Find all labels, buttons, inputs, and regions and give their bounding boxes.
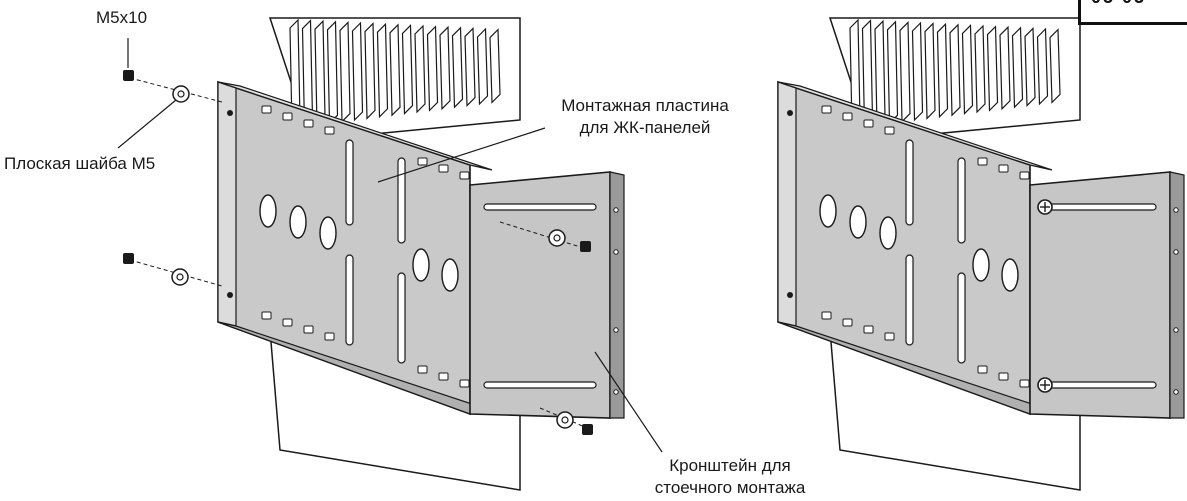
label-screw: M5x10	[96, 8, 148, 27]
leader-lines	[117, 38, 663, 453]
screw-washer-left-bottom	[123, 253, 223, 287]
label-plate-line2: для ЖК-панелей	[579, 118, 711, 137]
plate-side-holes	[227, 110, 233, 298]
label-washer: Плоская шайба M5	[4, 154, 156, 173]
page-number-box: 05 05	[1078, 0, 1187, 25]
label-bracket-line2: стоечного монтажа	[654, 478, 806, 497]
label-bracket-line1: Кронштейн для	[669, 456, 791, 475]
screw-washer-bracket-bottom	[539, 407, 593, 435]
screw-washer-left-top	[123, 70, 223, 103]
page-number: 05 05	[1091, 0, 1146, 8]
screw-washer-bracket-top	[499, 221, 591, 252]
label-plate-line1: Монтажная пластина	[561, 96, 729, 115]
assembled-assembly	[777, 17, 1185, 491]
